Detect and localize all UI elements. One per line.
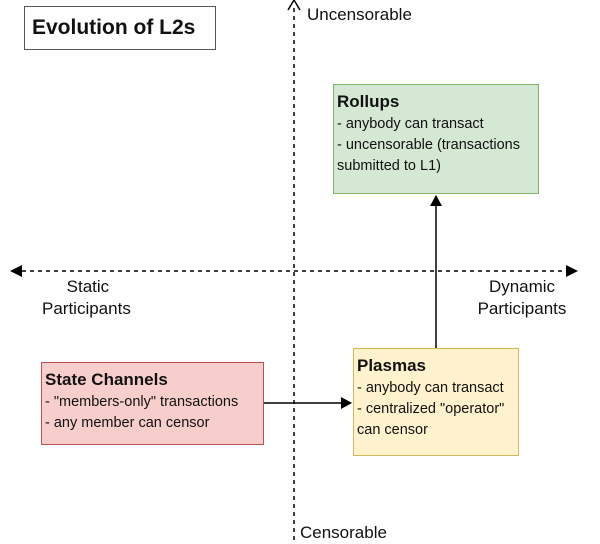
node-state-channels: State Channels - "members-only" transact…: [41, 362, 264, 445]
node-rollups-line-3: submitted to L1): [337, 158, 441, 174]
node-rollups-name: Rollups: [337, 92, 400, 111]
node-plasmas-line-3: can censor: [357, 422, 428, 438]
node-rollups-line-1: - anybody can transact: [337, 116, 484, 132]
axis-label-right-line1: Dynamic: [488, 277, 556, 296]
node-plasmas: Plasmas - anybody can transact - central…: [353, 348, 519, 456]
axis-label-top: Uncensorable: [307, 5, 412, 24]
node-plasmas-line-2: - centralized "operator": [357, 401, 505, 417]
node-rollups: Rollups - anybody can transact - uncenso…: [333, 84, 539, 194]
vertical-axis-arrow-up: [287, 0, 301, 11]
axis-label-left: Static Participants: [42, 276, 131, 320]
node-state-channels-line-1: - "members-only" transactions: [45, 394, 239, 410]
node-plasmas-name: Plasmas: [357, 356, 426, 375]
node-rollups-line-2: - uncensorable (transactions: [337, 137, 520, 153]
horizontal-axis-arrow-left: [10, 265, 22, 277]
node-state-channels-name: State Channels: [45, 370, 168, 389]
axis-label-left-line2: Participants: [42, 299, 131, 318]
axis-label-left-line1: Static: [66, 277, 110, 296]
horizontal-axis-arrow-right: [566, 265, 578, 277]
axis-label-right-line2: Participants: [477, 299, 567, 318]
node-state-channels-line-2: - any member can censor: [45, 415, 210, 431]
diagram-title: Evolution of L2s: [24, 6, 216, 50]
axis-label-bottom: Censorable: [300, 523, 387, 542]
axis-label-right: Dynamic Participants: [472, 276, 572, 320]
node-plasmas-line-1: - anybody can transact: [357, 380, 504, 396]
